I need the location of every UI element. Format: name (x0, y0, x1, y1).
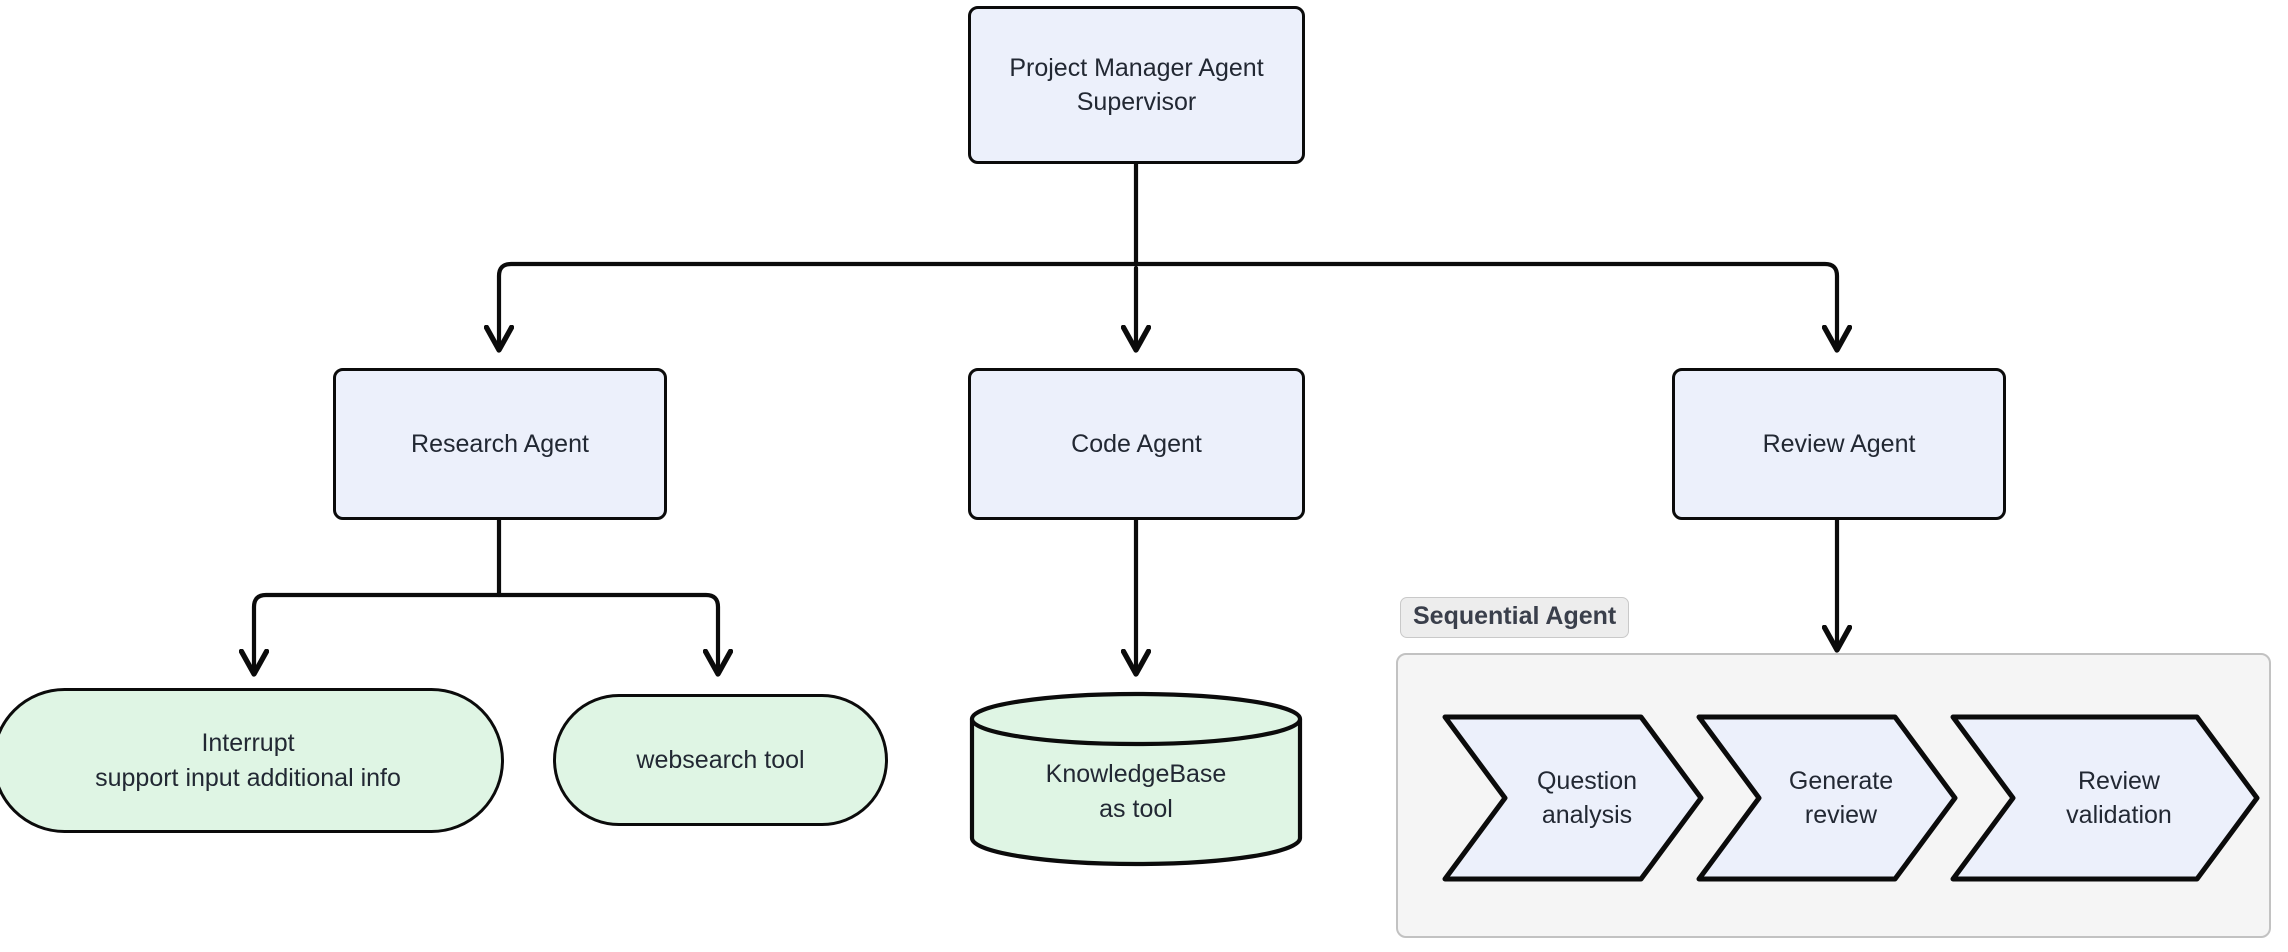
node-research-agent[interactable]: Research Agent (333, 368, 667, 520)
edge-supervisor-to-research (499, 261, 1139, 348)
edge-research-to-websearch (496, 592, 718, 672)
node-websearch-tool[interactable]: websearch tool (553, 694, 888, 826)
node-interrupt-tool[interactable]: Interrupt support input additional info (0, 688, 504, 833)
node-review-agent[interactable]: Review Agent (1672, 368, 2006, 520)
node-label: Interrupt support input additional info (95, 729, 401, 792)
node-label: KnowledgeBase as tool (1045, 760, 1227, 823)
step-label: Generate review (1788, 766, 1894, 830)
chevron-shape (1442, 714, 1704, 882)
cylinder-shape (969, 691, 1303, 867)
node-label: Research Agent (411, 429, 589, 458)
node-knowledgebase-tool[interactable]: KnowledgeBase as tool (968, 690, 1304, 867)
step-label: Review validation (2066, 766, 2172, 830)
step-review-validation[interactable]: Review validation (1950, 714, 2260, 882)
node-label: Project Manager Agent Supervisor (1009, 53, 1264, 117)
node-label: Review Agent (1762, 429, 1916, 458)
node-code-agent[interactable]: Code Agent (968, 368, 1305, 520)
node-project-manager-supervisor[interactable]: Project Manager Agent Supervisor (968, 6, 1305, 164)
chevron-shape (1696, 714, 1958, 882)
step-question-analysis[interactable]: Question analysis (1442, 714, 1704, 882)
edge-research-to-interrupt (254, 592, 502, 672)
subgraph-title: Sequential Agent (1400, 597, 1630, 638)
step-generate-review[interactable]: Generate review (1696, 714, 1958, 882)
chevron-shape (1950, 714, 2260, 882)
node-label: websearch tool (636, 745, 805, 774)
step-label: Question analysis (1536, 766, 1638, 830)
edge-supervisor-to-review (1133, 261, 1837, 348)
node-label: Code Agent (1071, 429, 1202, 458)
